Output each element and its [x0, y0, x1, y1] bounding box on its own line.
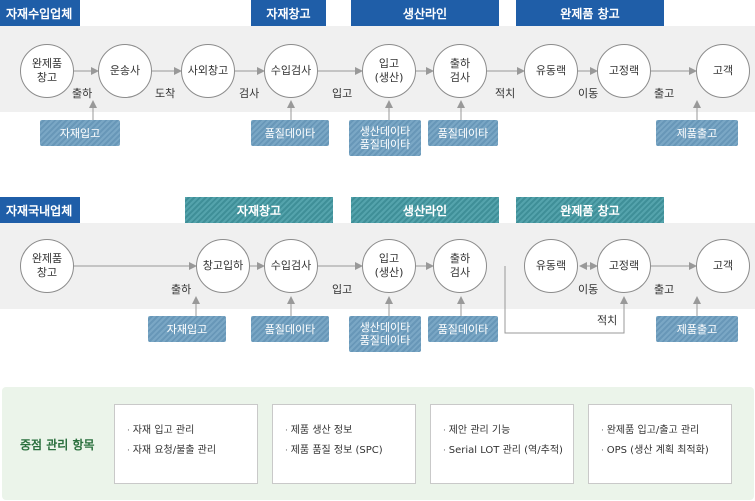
summary-item: 제품 품질 정보 (SPC) [285, 441, 415, 461]
row2-stage-production-line: 생산라인 [351, 197, 499, 223]
summary-item: Serial LOT 관리 (역/추적) [443, 441, 573, 461]
row2-stage-finished-warehouse: 완제품 창고 [516, 197, 664, 223]
row1-edge-label-receive: 입고 [332, 87, 353, 100]
row1-node-production-receipt: 입고 (생산) [362, 44, 416, 98]
row1-node-external-warehouse: 사외창고 [181, 44, 235, 98]
row2-node-incoming-inspection: 수입검사 [264, 239, 318, 293]
row2-tag-quality-data-2: 품질데이타 [428, 316, 498, 342]
row1-node-finished-warehouse: 완제품 창고 [20, 44, 74, 98]
row2-tag-product-release: 제품출고 [656, 316, 738, 342]
row2-edge-label-release: 출고 [654, 283, 675, 296]
row1-tag-quality-data-2: 품질데이타 [428, 120, 498, 146]
row2-edge-label-ship: 출하 [171, 283, 192, 296]
row1-node-incoming-inspection: 수입검사 [264, 44, 318, 98]
row2-supplier-header: 자재국내업체 [0, 197, 80, 223]
row2-tag-material-receipt: 자재입고 [148, 316, 226, 342]
row1-edge-label-move: 이동 [578, 87, 599, 100]
row1-tag-product-release: 제품출고 [656, 120, 738, 146]
row1-node-shipping-inspection: 출하 검사 [433, 44, 487, 98]
summary-box-material: 자재 입고 관리 자재 요청/불출 관리 [114, 404, 258, 484]
row2-tag-quality-data: 품질데이타 [251, 316, 329, 342]
summary-item: 제품 생산 정보 [285, 421, 415, 441]
key-management-title: 중점 관리 항목 [20, 438, 95, 452]
row2-stage-material-warehouse: 자재창고 [185, 197, 333, 223]
summary-item: 자재 요청/불출 관리 [127, 441, 257, 461]
row2-node-warehouse-inbound: 창고입하 [196, 239, 250, 293]
row2-node-finished-warehouse: 완제품 창고 [20, 239, 74, 293]
row1-edge-label-store: 적치 [495, 87, 516, 100]
summary-item: 제안 관리 기능 [443, 421, 573, 441]
row2-node-fixed-rack: 고정랙 [597, 239, 651, 293]
summary-box-suggestion: 제안 관리 기능 Serial LOT 관리 (역/추적) [430, 404, 574, 484]
row1-tag-production-quality-data: 생산데이타 품질데이타 [349, 120, 421, 156]
row1-node-carrier: 운송사 [98, 44, 152, 98]
row2-node-production-receipt: 입고 (생산) [362, 239, 416, 293]
row1-edge-label-inspect: 검사 [239, 87, 260, 100]
row1-stage-production-line: 생산라인 [351, 0, 499, 26]
row2-tag-production-quality-data: 생산데이타 품질데이타 [349, 316, 421, 352]
row2-edge-label-store: 적치 [597, 314, 618, 327]
row1-edge-label-release: 출고 [654, 87, 675, 100]
row2-node-flow-rack: 유동랙 [524, 239, 578, 293]
summary-box-production: 제품 생산 정보 제품 품질 정보 (SPC) [272, 404, 416, 484]
summary-box-finished-goods: 완제품 입고/출고 관리 OPS (생산 계획 최적화) [588, 404, 732, 484]
summary-item: 자재 입고 관리 [127, 421, 257, 441]
row1-node-fixed-rack: 고정랙 [597, 44, 651, 98]
row1-node-flow-rack: 유동랙 [524, 44, 578, 98]
row2-node-customer: 고객 [696, 239, 750, 293]
row2-node-shipping-inspection: 출하 검사 [433, 239, 487, 293]
row1-tag-material-receipt: 자재입고 [40, 120, 120, 146]
row2-edge-label-move: 이동 [578, 283, 599, 296]
summary-item: OPS (생산 계획 최적화) [601, 441, 731, 461]
row1-stage-material-warehouse: 자재창고 [251, 0, 326, 26]
row1-tag-quality-data: 품질데이타 [251, 120, 329, 146]
row1-edge-label-ship: 출하 [72, 87, 93, 100]
summary-item: 완제품 입고/출고 관리 [601, 421, 731, 441]
row1-stage-finished-warehouse: 완제품 창고 [516, 0, 664, 26]
row1-supplier-header: 자재수입업체 [0, 0, 80, 26]
row2-edge-label-receive: 입고 [332, 283, 353, 296]
row1-edge-label-arrive: 도착 [155, 87, 176, 100]
row1-node-customer: 고객 [696, 44, 750, 98]
